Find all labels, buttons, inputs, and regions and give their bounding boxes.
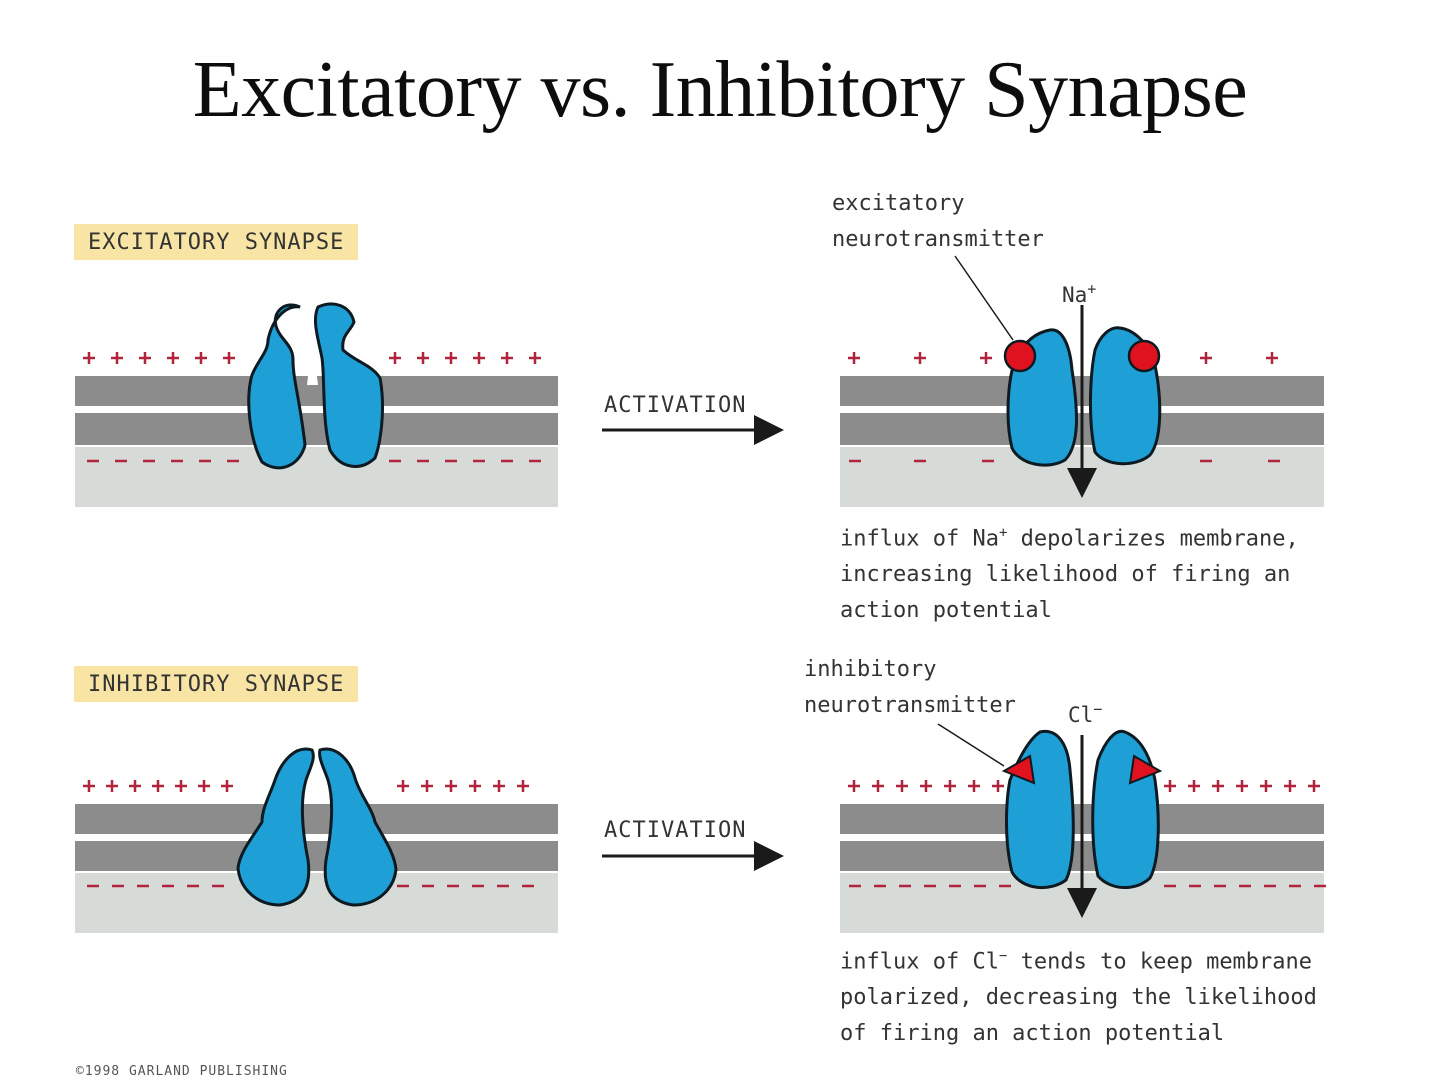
inhibitory-neurotransmitter bbox=[1001, 754, 1163, 785]
inhibitory-neurotransmitter-label: inhibitory neurotransmitter bbox=[804, 657, 1016, 718]
excitatory-resting-plus-charges bbox=[83, 352, 541, 364]
excitatory-resting-membrane bbox=[75, 376, 558, 507]
excitatory-caption: influx of Na+ depolarizes membrane, incr… bbox=[840, 525, 1299, 624]
excitatory-neurotransmitter bbox=[1003, 339, 1161, 373]
cl-ion-label: Cl− bbox=[1068, 700, 1103, 727]
excitatory-leader-line bbox=[954, 255, 1014, 341]
inhibitory-resting-membrane bbox=[75, 804, 558, 933]
inhibitory-caption: influx of Cl− tends to keep membrane pol… bbox=[840, 948, 1317, 1047]
excitatory-synapse-tag: EXCITATORY SYNAPSE bbox=[74, 224, 359, 260]
inhibitory-active-plus-charges bbox=[848, 780, 1320, 792]
excitatory-activation-label: ACTIVATION bbox=[604, 393, 747, 418]
copyright-notice: ©1998 GARLAND PUBLISHING bbox=[76, 1064, 288, 1079]
inhibitory-synapse-tag: INHIBITORY SYNAPSE bbox=[74, 666, 359, 702]
inhibitory-closed-channel bbox=[236, 747, 398, 907]
page-title: Excitatory vs. Inhibitory Synapse bbox=[192, 46, 1248, 134]
na-ion-label: Na+ bbox=[1062, 280, 1097, 307]
excitatory-active-plus-charges bbox=[848, 352, 1278, 364]
inhibitory-leader-line bbox=[937, 723, 1005, 767]
excitatory-closed-channel bbox=[247, 302, 385, 470]
inhibitory-resting-plus-charges bbox=[83, 780, 529, 792]
excitatory-neurotransmitter-label: excitatory neurotransmitter bbox=[832, 191, 1044, 252]
inhibitory-activation-label: ACTIVATION bbox=[604, 818, 747, 843]
